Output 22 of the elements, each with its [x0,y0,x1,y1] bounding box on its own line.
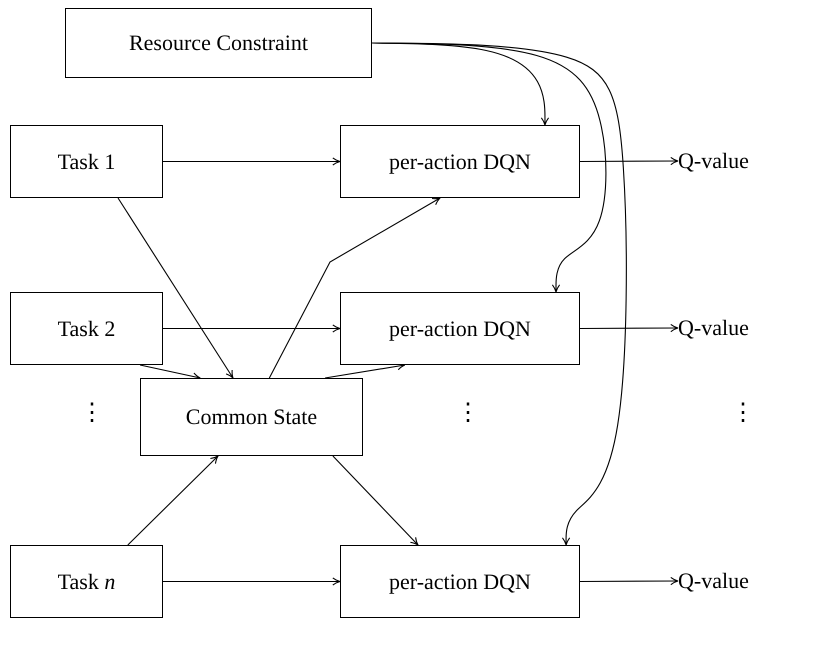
process-box [340,545,580,618]
node-label: Common State [186,404,318,430]
node-label: Task n [58,568,116,594]
node-label: per-action DQN [389,148,531,174]
node-label: Q-value [678,568,749,594]
node-label: Resource Constraint [128,30,308,56]
node-label: Q-value [678,315,749,341]
process-box [10,292,163,365]
process-box [140,378,363,456]
process-box [340,125,580,198]
ellipsis-label: ⋮ [80,399,104,427]
node-label: per-action DQN [389,568,531,594]
process-box [10,125,163,198]
node-label: Task 2 [58,316,116,342]
process-box [65,8,372,78]
node-label: per-action DQN [389,316,531,342]
ellipsis-label: ⋮ [456,399,480,427]
ellipsis-label: ⋮ [731,399,755,427]
node-label: Q-value [678,148,749,174]
node-label: Task 1 [58,148,116,174]
process-box [340,292,580,365]
process-box [10,545,163,618]
